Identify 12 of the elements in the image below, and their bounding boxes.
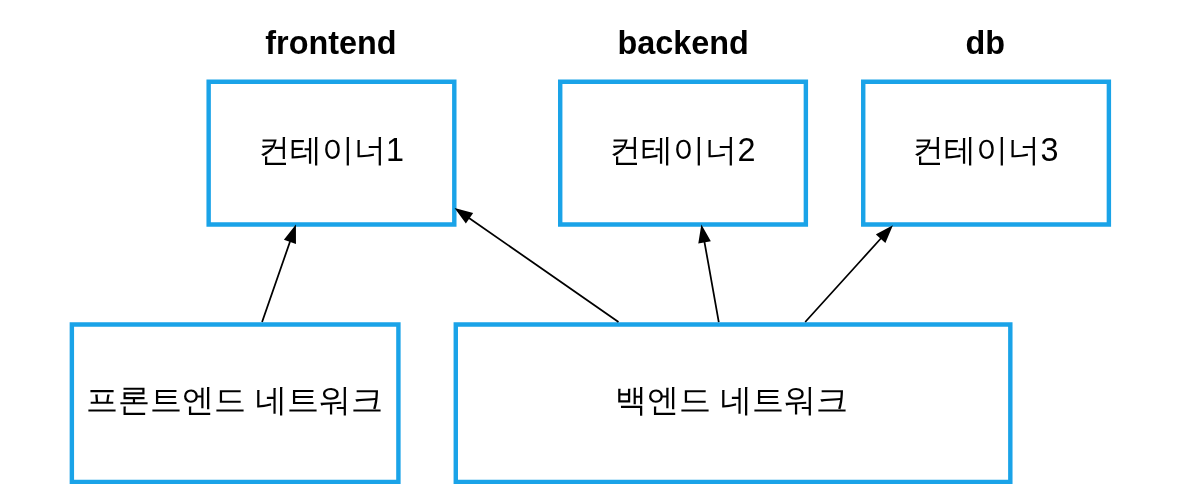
arrow xyxy=(261,224,296,323)
node-label: db xyxy=(965,24,1006,61)
node-box: 컨테이너2 xyxy=(558,79,809,227)
arrow xyxy=(698,224,720,323)
node-box: 컨테이너1 xyxy=(206,79,457,227)
node-box: 프론트엔드 네트워크 xyxy=(69,321,401,484)
node-box: 컨테이너3 xyxy=(861,79,1112,227)
arrow xyxy=(454,207,620,323)
node-box: 백엔드 네트워크 xyxy=(453,321,1013,484)
node-label: frontend xyxy=(265,24,397,61)
node-label: backend xyxy=(617,24,749,61)
arrow xyxy=(804,224,893,323)
